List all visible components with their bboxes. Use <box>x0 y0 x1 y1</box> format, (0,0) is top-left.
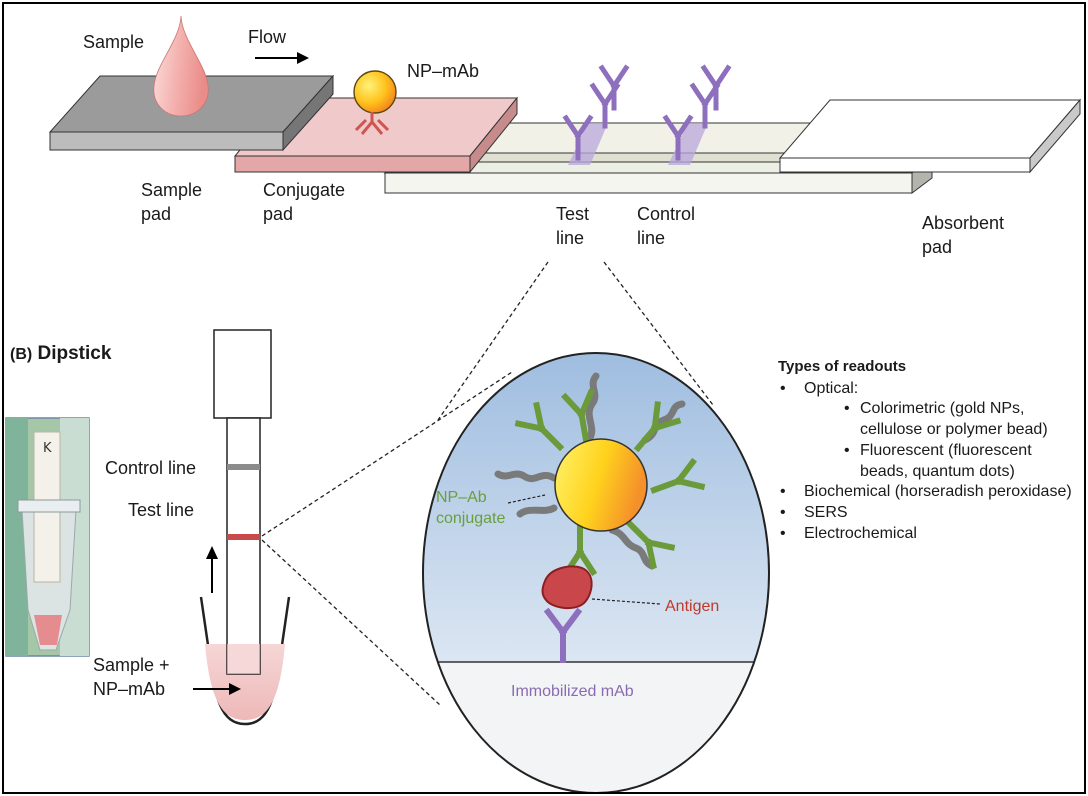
sample-tube <box>199 596 291 726</box>
sample-np-mab-label: Sample + NP–mAb <box>93 653 170 702</box>
readout-fluorescent: Fluorescent (fluorescent beads, quantum … <box>844 441 1078 483</box>
sample-pad-label-line1: Sample <box>141 180 203 200</box>
readout-sers: SERS <box>778 503 1078 524</box>
readouts-list: Types of readouts Optical: Colorimetric … <box>778 357 1078 545</box>
panel-b-title: (B) Dipstick <box>10 343 111 365</box>
zoom-view <box>422 352 770 794</box>
sample-np-mab-line2: NP–mAb <box>93 679 166 700</box>
sample-np-mab-line1: Sample + <box>93 655 170 675</box>
panel-b-letter: (B) <box>10 346 33 363</box>
dipstick-strip <box>226 417 261 675</box>
antigen-label: Antigen <box>665 598 720 615</box>
dipstick-test-line <box>227 534 260 540</box>
conjugate-pad-label: Conjugate pad <box>263 178 345 227</box>
np-ab-label-line2: conjugate <box>436 509 506 527</box>
sample-label: Sample <box>83 32 145 52</box>
np-mab-label: NP–mAb <box>407 61 480 81</box>
test-line-label-line2: line <box>556 228 585 249</box>
test-line-label-line1: Test <box>556 204 590 224</box>
sample-drop <box>153 15 209 117</box>
absorbent-pad-label-line2: pad <box>922 237 953 258</box>
conjugate-pad-label-line2: pad <box>263 204 294 225</box>
immersion-arrow <box>193 683 241 695</box>
control-line-label-line1: Control <box>637 204 696 224</box>
control-line-label: Control line <box>637 202 695 251</box>
dipstick-photo: K <box>5 417 90 657</box>
readout-biochemical: Biochemical (horseradish peroxidase) <box>778 482 1078 503</box>
photo-mark: K <box>43 441 52 456</box>
readout-optical: Optical: <box>778 379 1078 400</box>
dipstick-control-line-label: Control line <box>105 458 197 478</box>
readouts-title: Types of readouts <box>778 358 907 375</box>
control-line-label-line2: line <box>637 228 666 249</box>
absorbent-pad <box>778 98 1082 174</box>
antigen <box>541 565 593 610</box>
dipstick-liquid <box>227 644 260 674</box>
test-line-label: Test line <box>556 202 589 251</box>
peg-chains <box>494 372 686 570</box>
sample-pad-label-line2: pad <box>141 204 172 225</box>
wicking-arrow <box>206 546 218 593</box>
dipstick-test-line-label: Test line <box>128 500 195 520</box>
flow-label: Flow <box>248 27 287 47</box>
dipstick-handle <box>213 329 272 419</box>
np-antibody-red <box>354 112 390 135</box>
np-ab-conjugate-label: NP–Ab conjugate <box>436 488 505 530</box>
immobilized-mab-label: Immobilized mAb <box>511 683 634 700</box>
panel-b-name: Dipstick <box>37 343 112 364</box>
conjugate-pad-label-line1: Conjugate <box>263 180 346 200</box>
readout-colorimetric: Colorimetric (gold NPs, cellulose or pol… <box>844 399 1078 441</box>
absorbent-pad-label: Absorbent pad <box>922 211 1004 260</box>
np-particle <box>353 70 397 114</box>
absorbent-pad-label-line1: Absorbent <box>922 213 1005 233</box>
sample-pad-label: Sample pad <box>141 178 202 227</box>
readout-electrochemical: Electrochemical <box>778 524 1078 545</box>
np-ab-label-line1: NP–Ab <box>436 489 487 506</box>
nanoparticle <box>554 438 648 532</box>
flow-arrow <box>255 52 309 64</box>
dipstick-control-line <box>227 464 260 470</box>
immobilized-antibody <box>543 607 583 663</box>
